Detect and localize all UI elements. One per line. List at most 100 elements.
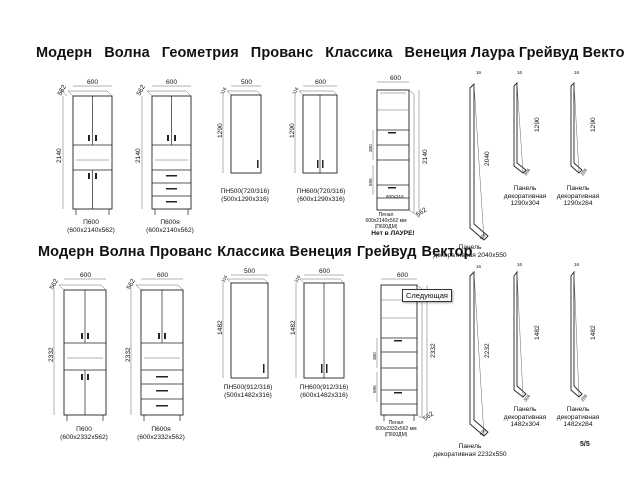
dim-inner-1: 380 bbox=[372, 352, 377, 360]
series-provans: Прованс bbox=[149, 244, 213, 260]
caption-line: (500x1482x316) bbox=[224, 391, 272, 399]
dim-depth: 316 bbox=[291, 86, 299, 96]
caption-line: Панель bbox=[513, 185, 537, 192]
dim-depth: 316 bbox=[293, 274, 301, 284]
caption-line: Панель bbox=[566, 185, 590, 192]
caption-line: 600x2332x562 мм bbox=[375, 425, 417, 432]
caption-line: ПН600(720/316) bbox=[296, 188, 346, 195]
caption-line: П600я bbox=[151, 426, 171, 433]
cabinet-pn600-row2 bbox=[295, 274, 345, 379]
caption-panel-2040-row1: Панель декоративная 2040x550 bbox=[420, 244, 520, 259]
caption-p600ya-row1: П600я (600x2140x562) bbox=[137, 219, 203, 234]
caption-line: декоративная 2232x550 bbox=[433, 450, 507, 458]
cabinet-penal-row2 bbox=[376, 278, 428, 421]
next-page-tooltip: Следующая bbox=[402, 289, 452, 302]
panel-2040-row1 bbox=[469, 82, 489, 241]
caption-panel-304-row2: Панель декоративная 1482x304 bbox=[500, 406, 550, 429]
dim-height: 2040 bbox=[484, 151, 491, 166]
series-greywood: Грейвуд bbox=[518, 45, 579, 61]
series-modern: Модерн bbox=[36, 45, 93, 61]
dim-height: 2332 bbox=[48, 347, 55, 362]
dim-width: 600 bbox=[166, 79, 177, 86]
panel-304-row1 bbox=[513, 81, 527, 174]
caption-line: П600 bbox=[76, 426, 92, 433]
dim-height: 1482 bbox=[290, 320, 297, 335]
dim-width: 600 bbox=[80, 272, 91, 279]
caption-line: декоративная 2040x550 bbox=[433, 251, 507, 259]
caption-pn600-row1: ПН600(720/316) (600x1290x316) bbox=[288, 188, 354, 203]
dim-depth: 16 bbox=[476, 264, 482, 269]
caption-line: ПН500(912/316) bbox=[223, 384, 273, 391]
dim-width: 600 bbox=[315, 79, 326, 86]
dim-depth: 16 bbox=[574, 70, 580, 75]
caption-line: декоративная bbox=[503, 192, 547, 200]
dim-height: 1482 bbox=[217, 320, 224, 335]
series-vektor: Вектор bbox=[421, 244, 473, 260]
dim-height: 2232 bbox=[484, 343, 491, 358]
dim-height: 1482 bbox=[590, 325, 597, 340]
series-volna: Волна bbox=[99, 244, 145, 260]
cabinet-p600ya-row2 bbox=[130, 278, 184, 421]
dim-depth: 562 bbox=[57, 84, 69, 97]
dim-width: 600 bbox=[87, 79, 98, 86]
caption-line: 1290x304 bbox=[510, 200, 540, 208]
series-modern: Модерн bbox=[38, 244, 95, 260]
caption-p600ya-row2: П600я (600x2332x562) bbox=[128, 426, 194, 441]
dim-width: 550 bbox=[479, 231, 488, 241]
dim-width: 500 bbox=[244, 268, 255, 275]
series-provans: Прованс bbox=[250, 45, 314, 61]
cabinet-penal-row1 bbox=[372, 81, 421, 219]
caption-line: Пенал bbox=[388, 420, 404, 426]
caption-line: (600x1482x316) bbox=[300, 391, 348, 399]
dim-inner-3: 600x316 bbox=[386, 194, 404, 199]
dim-width: 500 bbox=[241, 79, 252, 86]
cabinet-p600ya-row1 bbox=[141, 85, 192, 215]
caption-pn600-row2: ПН600(912/316) (600x1482x316) bbox=[291, 384, 357, 399]
dim-inner-1: 380 bbox=[368, 144, 373, 152]
caption-line: Пенал bbox=[378, 212, 394, 218]
caption-line: 1290x284 bbox=[563, 200, 593, 208]
caption-line: (600x2140x562) bbox=[146, 226, 194, 234]
panel-304-row2 bbox=[513, 270, 527, 398]
dim-depth: 16 bbox=[517, 70, 523, 75]
cabinet-p600-row1 bbox=[59, 85, 113, 215]
panel-2232-row2 bbox=[469, 270, 489, 437]
dim-height: 2332 bbox=[125, 347, 132, 362]
caption-panel-2232-row2: Панель декоративная 2232x550 bbox=[420, 443, 520, 458]
caption-pn500-row1: ПН500(720/316) (500x1290x316) bbox=[213, 188, 277, 203]
caption-line: (П600ДМ) bbox=[374, 223, 398, 230]
caption-line: (600x2140x562) bbox=[67, 226, 115, 234]
dim-inner-2: 595 bbox=[372, 385, 377, 393]
dim-depth: 316 bbox=[220, 274, 228, 284]
dim-width: 600 bbox=[157, 272, 168, 279]
series-laura: Лаура bbox=[470, 45, 515, 61]
dim-width: 284 bbox=[580, 167, 589, 177]
dim-height: 1290 bbox=[217, 123, 224, 138]
caption-line: 600x2140x562 мм bbox=[365, 217, 407, 224]
dim-height: 1290 bbox=[289, 123, 296, 138]
dim-inner-2: 595 bbox=[368, 178, 373, 186]
caption-line: Панель bbox=[458, 244, 482, 251]
dim-depth: 562 bbox=[126, 278, 138, 291]
panel-284-row2 bbox=[570, 270, 583, 398]
panel-284-row1 bbox=[570, 81, 583, 174]
caption-panel-304-row1: Панель декоративная 1290x304 bbox=[500, 185, 550, 208]
dim-depth: 562 bbox=[415, 206, 428, 218]
caption-line: Панель bbox=[566, 406, 590, 413]
dim-height: 2140 bbox=[135, 148, 142, 163]
dim-depth: 16 bbox=[517, 262, 523, 267]
dim-height: 1482 bbox=[534, 325, 541, 340]
dim-height: 1290 bbox=[590, 117, 597, 132]
dim-width: 600 bbox=[397, 272, 408, 279]
caption-line: ПН500(720/316) bbox=[220, 188, 270, 195]
dim-depth: 562 bbox=[136, 84, 148, 97]
note-not-in-laura: Нет в ЛАУРЕ! bbox=[371, 230, 415, 237]
dim-width: 600 bbox=[390, 75, 401, 82]
caption-p600-row1: П600 (600x2140x562) bbox=[58, 219, 124, 234]
cabinet-pn500-row2 bbox=[222, 274, 269, 379]
caption-line: (П600ДМ) bbox=[384, 431, 408, 438]
caption-line: декоративная bbox=[556, 413, 600, 421]
caption-panel-284-row1: Панель декоративная 1290x284 bbox=[553, 185, 603, 208]
